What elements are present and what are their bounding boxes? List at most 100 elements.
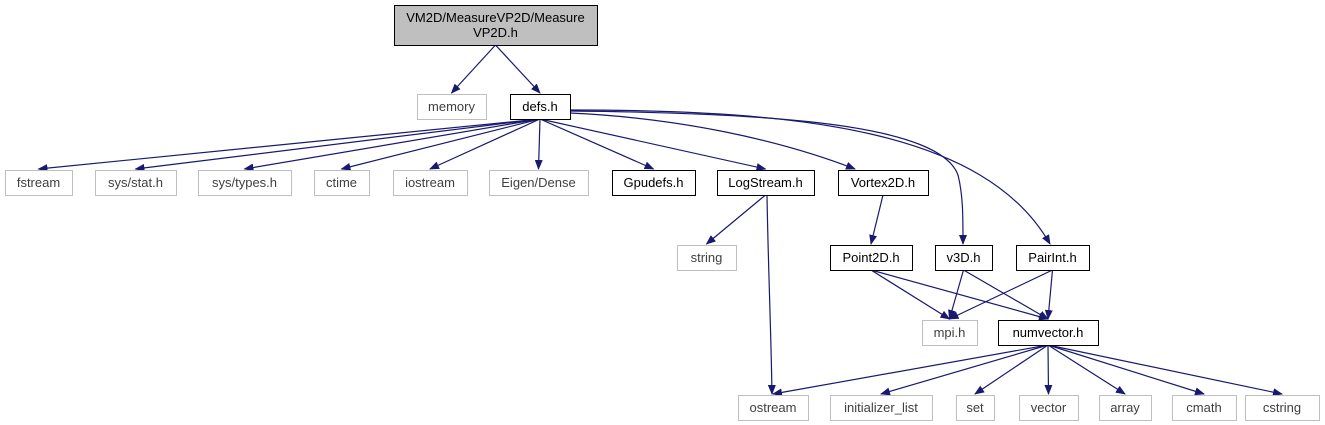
- node-label: mpi.h: [934, 325, 966, 340]
- nodes-layer: VM2D/MeasureVP2D/MeasureVP2D.h memory defs…: [5, 5, 1320, 421]
- node-cmath: cmath: [1172, 395, 1237, 421]
- node-label: vector: [1031, 400, 1067, 415]
- node-box: [612, 170, 696, 196]
- node-label: ctime: [326, 175, 357, 190]
- node-box: [830, 395, 933, 421]
- node-label: cstring: [1263, 400, 1301, 415]
- node-box: [738, 395, 809, 421]
- node-box: [935, 245, 993, 271]
- node-box: [1099, 395, 1152, 421]
- node-label: ostream: [750, 400, 797, 415]
- edge-numvector-to-set: [974, 344, 1049, 395]
- node-label: v3D.h: [947, 250, 981, 265]
- node-box: [314, 170, 370, 196]
- edge-numvector-to-vector: [1044, 344, 1053, 395]
- node-box: [1172, 395, 1237, 421]
- node-label: Vortex2D.h: [851, 175, 915, 190]
- node-string: string: [677, 245, 737, 271]
- edge-vortex2d-to-point2d: [869, 194, 884, 245]
- node-box: [956, 395, 995, 421]
- node-fstream: fstream: [5, 170, 73, 196]
- edge-defs-to-v3d: [569, 110, 967, 245]
- node-mpi: mpi.h: [922, 320, 978, 346]
- edge-defs-to-sysstat: [134, 118, 541, 172]
- node-label: initializer_list: [844, 400, 918, 415]
- node-label: memory: [428, 99, 475, 114]
- node-label: set: [966, 400, 984, 415]
- edge-defs-to-iostream: [429, 118, 541, 170]
- node-box: [198, 170, 292, 196]
- node-root[interactable]: VM2D/MeasureVP2D/MeasureVP2D.h: [394, 5, 598, 46]
- edge-root-to-defs: [495, 44, 541, 94]
- node-label: sys/stat.h: [108, 175, 163, 190]
- node-memory: memory: [417, 94, 487, 120]
- node-systypes: sys/types.h: [198, 170, 292, 196]
- edge-defs-to-logstream: [539, 118, 767, 171]
- edges-layer: [37, 44, 1283, 397]
- node-initlist: initializer_list: [830, 395, 933, 421]
- node-defs[interactable]: defs.h: [510, 94, 571, 120]
- node-box: [394, 5, 598, 46]
- node-label: VP2D.h: [473, 25, 518, 40]
- node-label: cmath: [1186, 400, 1221, 415]
- node-eigen: Eigen/Dense: [489, 170, 589, 196]
- node-array: array: [1099, 395, 1152, 421]
- node-pairint[interactable]: PairInt.h: [1016, 245, 1090, 271]
- node-box: [510, 94, 571, 120]
- node-box: [717, 170, 815, 196]
- node-box: [1019, 395, 1079, 421]
- node-label: fstream: [17, 175, 60, 190]
- node-vortex2d[interactable]: Vortex2D.h: [838, 170, 929, 196]
- edge-numvector-to-cstring: [1047, 344, 1283, 397]
- node-box: [998, 320, 1099, 346]
- node-box: [677, 245, 737, 271]
- edge-numvector-to-cmath: [1047, 344, 1205, 396]
- edge-numvector-to-initlist: [880, 344, 1049, 396]
- node-label: LogStream.h: [728, 175, 802, 190]
- node-box: [489, 170, 589, 196]
- node-box: [5, 170, 73, 196]
- edge-defs-to-vortex2d: [569, 112, 856, 170]
- node-box: [922, 320, 978, 346]
- node-label: PairInt.h: [1028, 250, 1076, 265]
- node-box: [830, 245, 913, 271]
- edge-defs-to-pairint: [569, 109, 1051, 245]
- node-box: [393, 170, 468, 196]
- node-iostream: iostream: [393, 170, 468, 196]
- node-label: VM2D/MeasureVP2D/Measure: [406, 10, 584, 25]
- node-label: string: [691, 250, 723, 265]
- node-gpudefs[interactable]: Gpudefs.h: [612, 170, 696, 196]
- node-set: set: [956, 395, 995, 421]
- node-label: Eigen/Dense: [501, 175, 575, 190]
- edge-defs-to-ctime: [340, 118, 541, 171]
- edge-defs-to-eigen: [534, 118, 543, 170]
- node-label: iostream: [405, 175, 455, 190]
- node-ctime: ctime: [314, 170, 370, 196]
- node-vector: vector: [1019, 395, 1079, 421]
- node-logstream[interactable]: LogStream.h: [717, 170, 815, 196]
- node-v3d[interactable]: v3D.h: [935, 245, 993, 271]
- edge-v3d-to-mpi: [948, 269, 965, 320]
- node-box: [1016, 245, 1090, 271]
- node-label: Point2D.h: [842, 250, 899, 265]
- node-cstring: cstring: [1245, 395, 1320, 421]
- edge-point2d-to-numvector: [870, 269, 1049, 321]
- node-sysstat: sys/stat.h: [95, 170, 177, 196]
- node-label: numvector.h: [1013, 325, 1084, 340]
- node-label: sys/types.h: [212, 175, 277, 190]
- edge-root-to-memory: [450, 44, 496, 94]
- edge-point2d-to-mpi: [870, 269, 951, 320]
- node-label: defs.h: [522, 99, 557, 114]
- node-point2d[interactable]: Point2D.h: [830, 245, 913, 271]
- node-label: array: [1110, 400, 1140, 415]
- edge-pairint-to-mpi: [948, 269, 1053, 320]
- node-numvector[interactable]: numvector.h: [998, 320, 1099, 346]
- edge-numvector-to-ostream: [772, 344, 1049, 397]
- node-box: [1245, 395, 1320, 421]
- edge-defs-to-fstream: [37, 118, 541, 173]
- edge-numvector-to-array: [1047, 344, 1126, 395]
- node-box: [417, 94, 487, 120]
- node-ostream: ostream: [738, 395, 809, 421]
- node-box: [838, 170, 929, 196]
